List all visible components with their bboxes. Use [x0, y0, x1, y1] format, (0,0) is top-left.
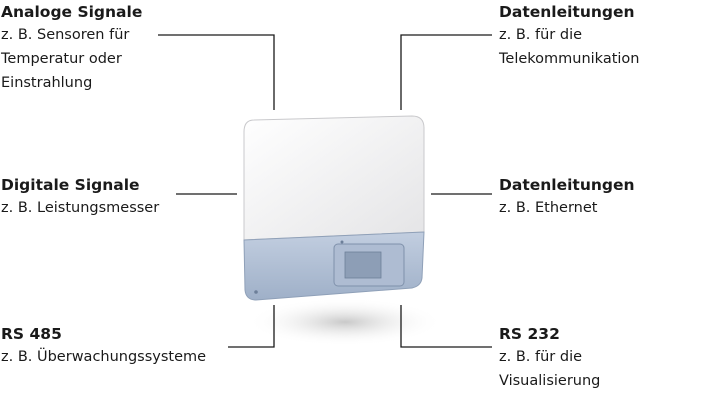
- label-data-lines-telecom: Datenleitungen z. B. für die Telekommuni…: [499, 1, 639, 71]
- device-display-screen: [344, 251, 382, 279]
- label-digital-signals: Digitale Signale z. B. Leistungsmesser: [1, 174, 159, 220]
- label-title: Analoge Signale: [1, 3, 143, 21]
- label-title: RS 485: [1, 325, 62, 343]
- label-description: z. B. Sensoren für Temperatur oder Einst…: [1, 27, 130, 91]
- leader-line-top-right: [400, 34, 492, 110]
- label-title: Datenleitungen: [499, 176, 635, 194]
- label-description: z. B. Überwachungssysteme: [1, 349, 207, 365]
- device-shadow: [247, 298, 443, 346]
- label-title: Digitale Signale: [1, 176, 140, 194]
- device-screw-left: [254, 290, 258, 294]
- leader-line-top-left: [158, 34, 275, 110]
- label-rs485: RS 485 z. B. Überwachungssysteme: [1, 323, 206, 369]
- label-analog-signals: Analoge Signale z. B. Sensoren für Tempe…: [1, 1, 142, 95]
- device-screw-top: [340, 240, 344, 244]
- label-data-lines-ethernet: Datenleitungen z. B. Ethernet: [499, 174, 635, 220]
- leader-line-bottom-right: [400, 305, 492, 348]
- label-description: z. B. Ethernet: [499, 200, 598, 216]
- label-rs232: RS 232 z. B. für die Visualisierung: [499, 323, 600, 393]
- label-description: z. B. Leistungsmesser: [1, 200, 160, 216]
- label-description: z. B. für die Telekommunikation: [499, 27, 640, 67]
- leader-line-bottom-left: [228, 305, 275, 348]
- label-title: Datenleitungen: [499, 3, 635, 21]
- label-title: RS 232: [499, 325, 560, 343]
- label-description: z. B. für die Visualisierung: [499, 349, 601, 389]
